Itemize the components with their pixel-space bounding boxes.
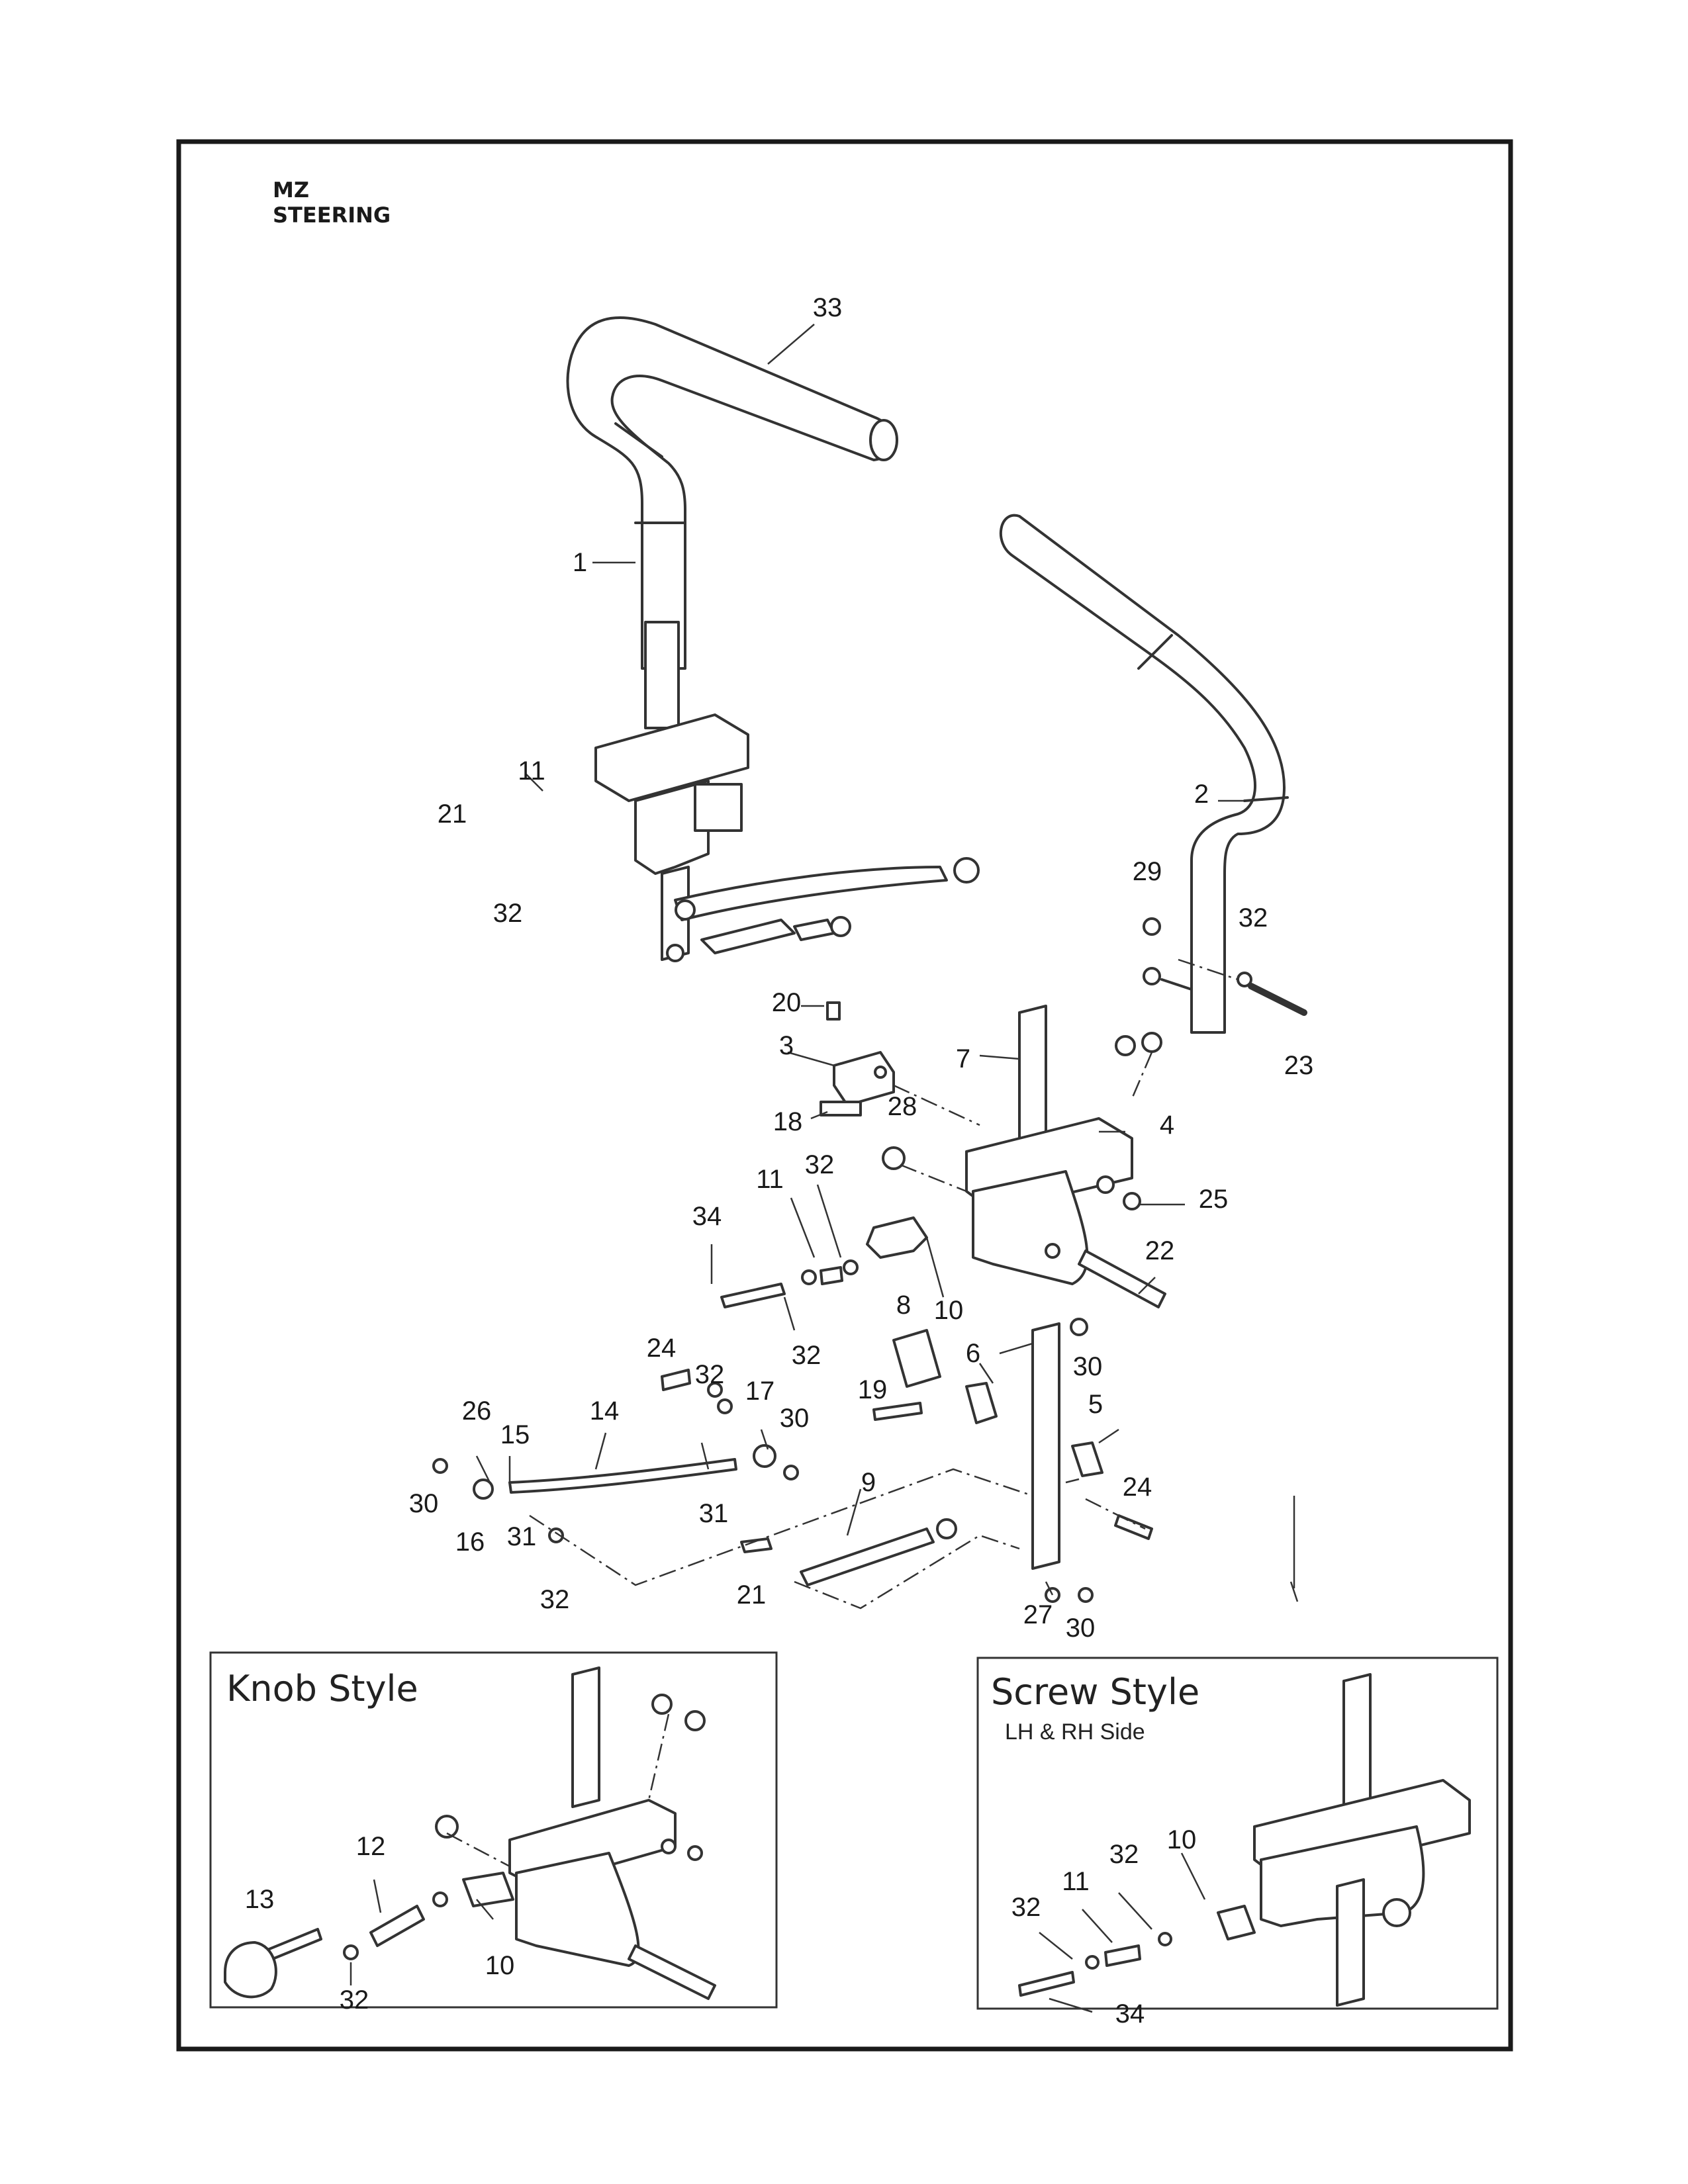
- screw-callout-32: 32: [1011, 1893, 1041, 1922]
- knob-dashed-guides: [446, 1713, 670, 1868]
- right-hardware: [1143, 917, 1307, 1016]
- callout-7: 7: [955, 1044, 971, 1073]
- callout-16: 16: [455, 1527, 485, 1557]
- screw-leaders: [1039, 1852, 1206, 2013]
- callout-28: 28: [887, 1092, 917, 1121]
- knob-callout-13: 13: [244, 1885, 275, 1914]
- callout-24: 24: [1122, 1473, 1152, 1502]
- callout-31: 31: [698, 1499, 729, 1528]
- callout-5: 5: [1088, 1390, 1103, 1419]
- callout-32: 32: [492, 899, 523, 928]
- callout-4: 4: [1159, 1111, 1175, 1140]
- page-frame: [176, 139, 1513, 2052]
- header-line-1: MZ: [273, 177, 310, 203]
- callout-19: 19: [857, 1375, 888, 1404]
- callout-15: 15: [500, 1420, 530, 1449]
- knob-callout-32: 32: [339, 1985, 369, 2015]
- callout-32: 32: [539, 1585, 570, 1614]
- callout-2: 2: [1194, 780, 1209, 809]
- callout-18: 18: [773, 1107, 803, 1136]
- upper-control-assembly: [594, 621, 980, 962]
- callout-32: 32: [1238, 903, 1268, 933]
- callout-27: 27: [1023, 1600, 1053, 1629]
- callout-20: 20: [771, 988, 802, 1017]
- pivot-lever-assembly: [872, 1318, 1153, 1603]
- dashed-guides: [529, 958, 1239, 1610]
- linkage-rod-assembly: [432, 1369, 799, 1543]
- callout-30: 30: [779, 1404, 810, 1433]
- spring-bolt-row: [720, 1216, 928, 1308]
- callout-22: 22: [1145, 1236, 1175, 1265]
- callout-34: 34: [692, 1202, 722, 1231]
- handle-left-part: [566, 316, 898, 670]
- diagram-header: MZ STEERING: [273, 177, 391, 228]
- knob-style-drawing: [224, 1666, 716, 2000]
- callout-32: 32: [791, 1341, 821, 1370]
- screw-callout-11: 11: [1062, 1867, 1090, 1896]
- callout-leaders: [475, 324, 1299, 1602]
- callout-21: 21: [736, 1580, 767, 1610]
- header-line-2: STEERING: [273, 203, 391, 228]
- bracket-assembly: [820, 1001, 1166, 1308]
- callout-30: 30: [408, 1489, 439, 1518]
- callout-17: 17: [745, 1377, 775, 1406]
- knob-style-inset-frame: [209, 1651, 778, 2009]
- callout-30: 30: [1072, 1352, 1103, 1381]
- callout-1: 1: [572, 548, 588, 577]
- callout-10: 10: [933, 1296, 964, 1325]
- callout-31: 31: [506, 1522, 537, 1551]
- callout-23: 23: [1284, 1051, 1314, 1080]
- callout-9: 9: [861, 1468, 876, 1497]
- callout-6: 6: [965, 1339, 981, 1368]
- screw-callout-10: 10: [1166, 1825, 1197, 1854]
- callout-29: 29: [1132, 857, 1162, 886]
- knob-callout-10: 10: [485, 1951, 515, 1980]
- callout-25: 25: [1198, 1185, 1229, 1214]
- callout-33: 33: [812, 293, 843, 322]
- callout-11: 11: [518, 756, 545, 786]
- handle-right-part: [1000, 514, 1289, 1034]
- screw-style-drawing: [1018, 1673, 1471, 2007]
- screw-style-title: Screw Style: [991, 1671, 1200, 1713]
- callout-30: 30: [1065, 1614, 1096, 1643]
- screw-style-subtitle: LH & RH Side: [1005, 1719, 1145, 1745]
- knob-style-title: Knob Style: [226, 1668, 418, 1709]
- screw-callout-34: 34: [1115, 1999, 1145, 2028]
- callout-32: 32: [804, 1150, 835, 1179]
- callout-11: 11: [756, 1165, 784, 1194]
- damper-part: [740, 1518, 957, 1586]
- knob-leaders: [350, 1879, 494, 1985]
- callout-24: 24: [646, 1334, 677, 1363]
- screw-callout-32: 32: [1109, 1840, 1139, 1869]
- callout-3: 3: [778, 1031, 794, 1060]
- callout-26: 26: [461, 1396, 492, 1426]
- knob-callout-12: 12: [355, 1832, 386, 1861]
- callout-21: 21: [437, 799, 467, 829]
- callout-14: 14: [589, 1396, 620, 1426]
- callout-32: 32: [694, 1360, 725, 1389]
- callout-8: 8: [896, 1291, 912, 1320]
